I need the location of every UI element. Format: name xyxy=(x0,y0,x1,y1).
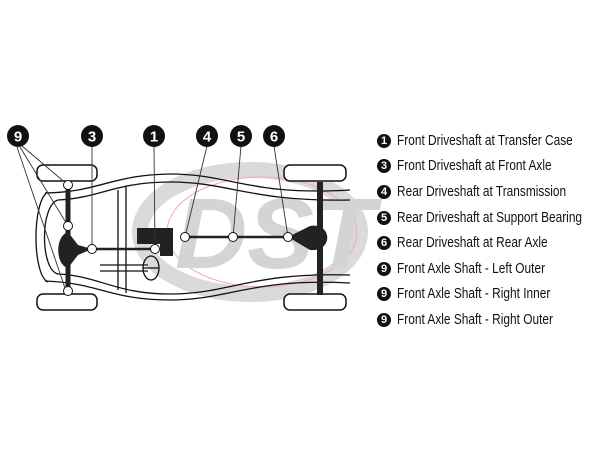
svg-text:DST: DST xyxy=(175,178,383,290)
legend-label: Front Axle Shaft - Right Outer xyxy=(397,311,553,328)
legend-label: Front Driveshaft at Front Axle xyxy=(397,158,552,175)
drivetrain xyxy=(58,182,328,295)
legend-item: 1 Front Driveshaft at Transfer Case xyxy=(377,128,600,154)
number-badge: 1 xyxy=(377,133,391,148)
legend-label: Rear Driveshaft at Support Bearing xyxy=(397,209,583,226)
callout-6: 6 xyxy=(263,125,285,147)
callout-9: 9 xyxy=(7,125,29,147)
svg-text:3: 3 xyxy=(88,129,96,146)
legend-label: Front Driveshaft at Transfer Case xyxy=(397,132,573,149)
legend-item: 9 Front Axle Shaft - Right Inner xyxy=(377,282,600,308)
wheels xyxy=(36,164,347,311)
svg-text:5: 5 xyxy=(237,129,245,146)
joint-rear-driveshaft-rear-axle xyxy=(283,232,293,242)
legend-item: 6 Rear Driveshaft at Rear Axle xyxy=(377,230,600,256)
number-badge: 3 xyxy=(377,159,391,174)
legend-item: 9 Front Axle Shaft - Left Outer xyxy=(377,256,600,282)
number-badge: 4 xyxy=(377,184,391,199)
svg-text:6: 6 xyxy=(270,129,278,146)
joint-front-driveshaft-transfer-case xyxy=(150,244,160,254)
leader-lines xyxy=(16,145,289,292)
u-joints xyxy=(63,180,293,296)
number-badge: 9 xyxy=(377,261,391,276)
vehicle-frame xyxy=(35,173,351,301)
joint-front-axle-left-outer xyxy=(63,180,73,190)
callout-1: 1 xyxy=(143,125,165,147)
joint-rear-driveshaft-support-bearing xyxy=(228,232,238,242)
callouts: 9 3 1 4 5 6 xyxy=(7,125,285,147)
rear-right-wheel xyxy=(283,293,347,311)
callout-3: 3 xyxy=(81,125,103,147)
legend-label: Rear Driveshaft at Transmission xyxy=(397,183,567,200)
legend-item: 4 Rear Driveshaft at Transmission xyxy=(377,179,600,205)
callout-5: 5 xyxy=(230,125,252,147)
front-right-wheel xyxy=(36,293,98,311)
number-badge: 5 xyxy=(377,210,391,225)
number-badge: 9 xyxy=(377,312,391,327)
svg-text:9: 9 xyxy=(14,129,22,146)
svg-text:4: 4 xyxy=(203,129,212,146)
front-left-wheel xyxy=(36,164,98,182)
legend-item: 9 Front Axle Shaft - Right Outer xyxy=(377,307,600,333)
svg-text:1: 1 xyxy=(150,129,158,146)
callout-4: 4 xyxy=(196,125,218,147)
number-badge: 6 xyxy=(377,236,391,251)
legend-label: Front Axle Shaft - Right Inner xyxy=(397,286,551,303)
joint-rear-driveshaft-transmission xyxy=(180,232,190,242)
joint-front-axle-right-outer xyxy=(63,286,73,296)
number-badge: 9 xyxy=(377,287,391,302)
rear-left-wheel xyxy=(283,164,347,182)
legend-item: 5 Rear Driveshaft at Support Bearing xyxy=(377,205,600,231)
legend-item: 3 Front Driveshaft at Front Axle xyxy=(377,154,600,180)
joint-front-driveshaft-front-axle xyxy=(87,244,97,254)
legend-label: Rear Driveshaft at Rear Axle xyxy=(397,235,548,252)
joint-front-axle-right-inner xyxy=(63,221,73,231)
legend-label: Front Axle Shaft - Left Outer xyxy=(397,260,546,277)
